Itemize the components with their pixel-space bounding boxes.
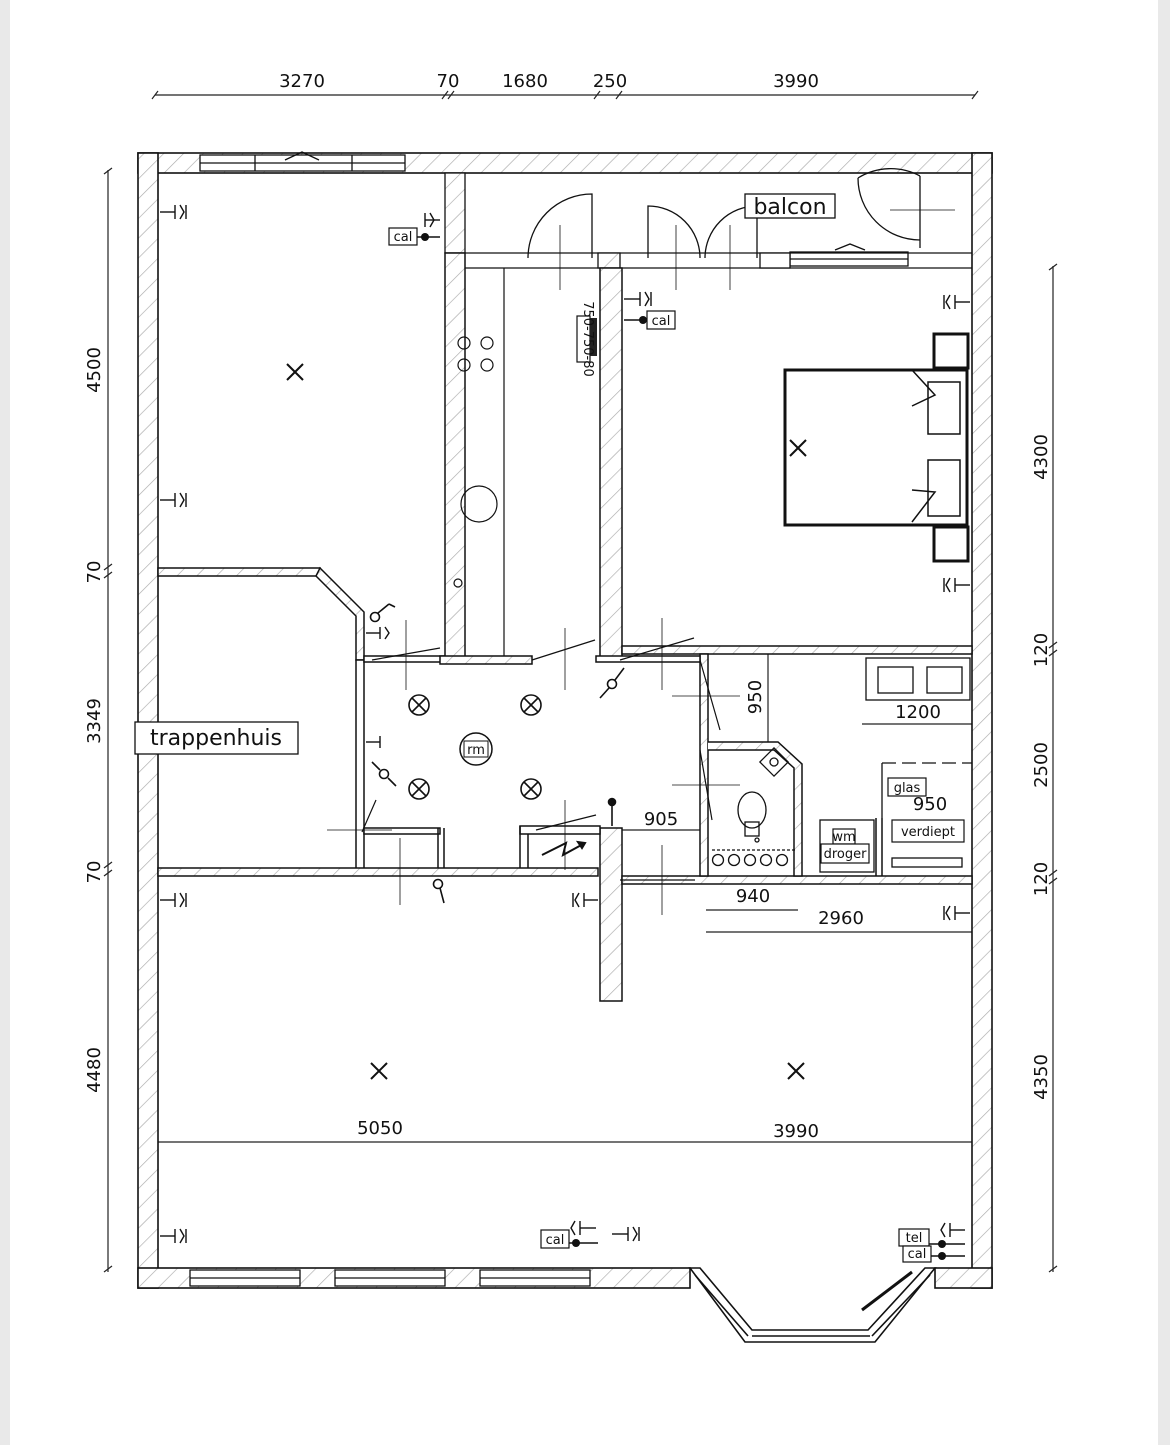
svg-text:droger: droger bbox=[824, 847, 868, 862]
cal-outlet-1: cal bbox=[388, 227, 440, 246]
cal-outlet-3: cal bbox=[540, 1229, 598, 1249]
floor-plan: 3270 70 1680 250 3990 4500 70 3349 70 44… bbox=[84, 71, 1058, 1343]
cal-outlet-2: cal bbox=[624, 310, 676, 330]
outlet-icon bbox=[160, 492, 187, 508]
trappenhuis-label: trappenhuis bbox=[134, 721, 299, 755]
spotlight-4 bbox=[520, 778, 542, 800]
svg-text:trappenhuis: trappenhuis bbox=[150, 726, 282, 751]
dim-3990-bottom: 3990 bbox=[773, 1121, 819, 1142]
outlet-icon bbox=[160, 1228, 187, 1244]
kitchen bbox=[453, 336, 498, 588]
svg-text:750-750-80: 750-750-80 bbox=[580, 301, 595, 377]
outlet-icon bbox=[424, 212, 440, 228]
switch-icon bbox=[432, 878, 445, 904]
svg-text:verdiept: verdiept bbox=[901, 825, 955, 840]
outlet-icon bbox=[160, 892, 187, 908]
bed bbox=[783, 332, 970, 563]
svg-text:cal: cal bbox=[394, 230, 413, 245]
inner-walls bbox=[157, 252, 973, 1002]
hall-spotlights bbox=[408, 694, 542, 800]
svg-text:cal: cal bbox=[652, 314, 671, 329]
svg-text:cal: cal bbox=[546, 1233, 565, 1248]
outlet-icon bbox=[366, 626, 390, 640]
outlet-icon bbox=[570, 1220, 596, 1236]
tel-outlet: tel bbox=[898, 1228, 965, 1248]
switches bbox=[369, 603, 625, 904]
dim-right-5: 4350 bbox=[1031, 1054, 1052, 1100]
dim-940: 940 bbox=[736, 886, 770, 907]
dim-5050: 5050 bbox=[357, 1118, 403, 1139]
dim-905: 905 bbox=[644, 809, 678, 830]
drawing-sheet: 3270 70 1680 250 3990 4500 70 3349 70 44… bbox=[10, 0, 1158, 1445]
dim-950: 950 bbox=[913, 794, 947, 815]
dim-top-3: 1680 bbox=[502, 71, 548, 92]
dim-left-4: 70 bbox=[84, 861, 105, 884]
meter-box: 750-750-80 bbox=[576, 301, 597, 377]
dim-top-4: 250 bbox=[593, 71, 627, 92]
bathroom bbox=[711, 657, 972, 873]
doors bbox=[327, 618, 740, 915]
dim-right-1: 4300 bbox=[1031, 434, 1052, 480]
dim-left-1: 4500 bbox=[84, 347, 105, 393]
dimension-labels: 3270 70 1680 250 3990 4500 70 3349 70 44… bbox=[84, 71, 1052, 1142]
verdiept-label: verdiept bbox=[891, 819, 965, 843]
droger-label: droger bbox=[820, 843, 870, 864]
windows bbox=[189, 151, 909, 1287]
cal-outlet-4: cal bbox=[902, 1245, 965, 1263]
outer-walls bbox=[137, 152, 993, 1289]
dim-left-3: 3349 bbox=[84, 698, 105, 744]
dim-top-1: 3270 bbox=[279, 71, 325, 92]
ceiling-light-4 bbox=[787, 1062, 805, 1080]
balcony bbox=[444, 168, 972, 290]
svg-text:tel: tel bbox=[906, 1231, 923, 1246]
outlet-icon bbox=[366, 736, 381, 748]
dim-left-5: 4480 bbox=[84, 1047, 105, 1093]
ceiling-light-marks bbox=[286, 363, 807, 1080]
outlets bbox=[160, 204, 970, 1244]
spotlight-1 bbox=[408, 694, 430, 716]
dim-950-vertical: 950 bbox=[745, 680, 766, 714]
dim-left-2: 70 bbox=[84, 561, 105, 584]
svg-text:rm: rm bbox=[467, 743, 485, 758]
dim-1200: 1200 bbox=[895, 702, 941, 723]
ceiling-light-2 bbox=[789, 439, 807, 457]
bay-window bbox=[688, 1267, 937, 1343]
svg-text:cal: cal bbox=[908, 1247, 927, 1262]
switch-icon bbox=[371, 761, 397, 787]
electric-meter-symbol bbox=[541, 840, 587, 857]
spotlight-2 bbox=[520, 694, 542, 716]
dim-right-3: 2500 bbox=[1031, 742, 1052, 788]
outlet-icon bbox=[160, 204, 187, 220]
switch-icon bbox=[607, 797, 617, 826]
outlet-icon bbox=[940, 1222, 965, 1238]
outlet-icon bbox=[943, 577, 970, 593]
outlet-icon bbox=[943, 905, 970, 921]
svg-text:glas: glas bbox=[894, 781, 921, 796]
dim-right-2: 120 bbox=[1031, 633, 1052, 667]
svg-text:wm: wm bbox=[832, 830, 855, 845]
wm-label: wm bbox=[832, 828, 856, 845]
outlet-icon bbox=[943, 294, 970, 310]
dim-2960: 2960 bbox=[818, 908, 864, 929]
ceiling-light-3 bbox=[370, 1062, 388, 1080]
svg-text:balcon: balcon bbox=[753, 195, 826, 220]
glas-label: glas bbox=[887, 777, 927, 797]
dim-right-4: 120 bbox=[1031, 862, 1052, 896]
smoke-detector: rm bbox=[459, 732, 493, 766]
outlet-icon bbox=[624, 291, 652, 307]
balcon-label: balcon bbox=[744, 193, 836, 220]
dim-top-5: 3990 bbox=[773, 71, 819, 92]
dimension-lines bbox=[103, 90, 1058, 1273]
outlet-icon bbox=[612, 1226, 640, 1242]
spotlight-3 bbox=[408, 778, 430, 800]
ceiling-light-1 bbox=[286, 363, 304, 381]
switch-icon bbox=[599, 667, 625, 699]
switch-icon bbox=[369, 603, 396, 623]
outlet-icon bbox=[572, 892, 598, 908]
dim-top-2: 70 bbox=[437, 71, 460, 92]
